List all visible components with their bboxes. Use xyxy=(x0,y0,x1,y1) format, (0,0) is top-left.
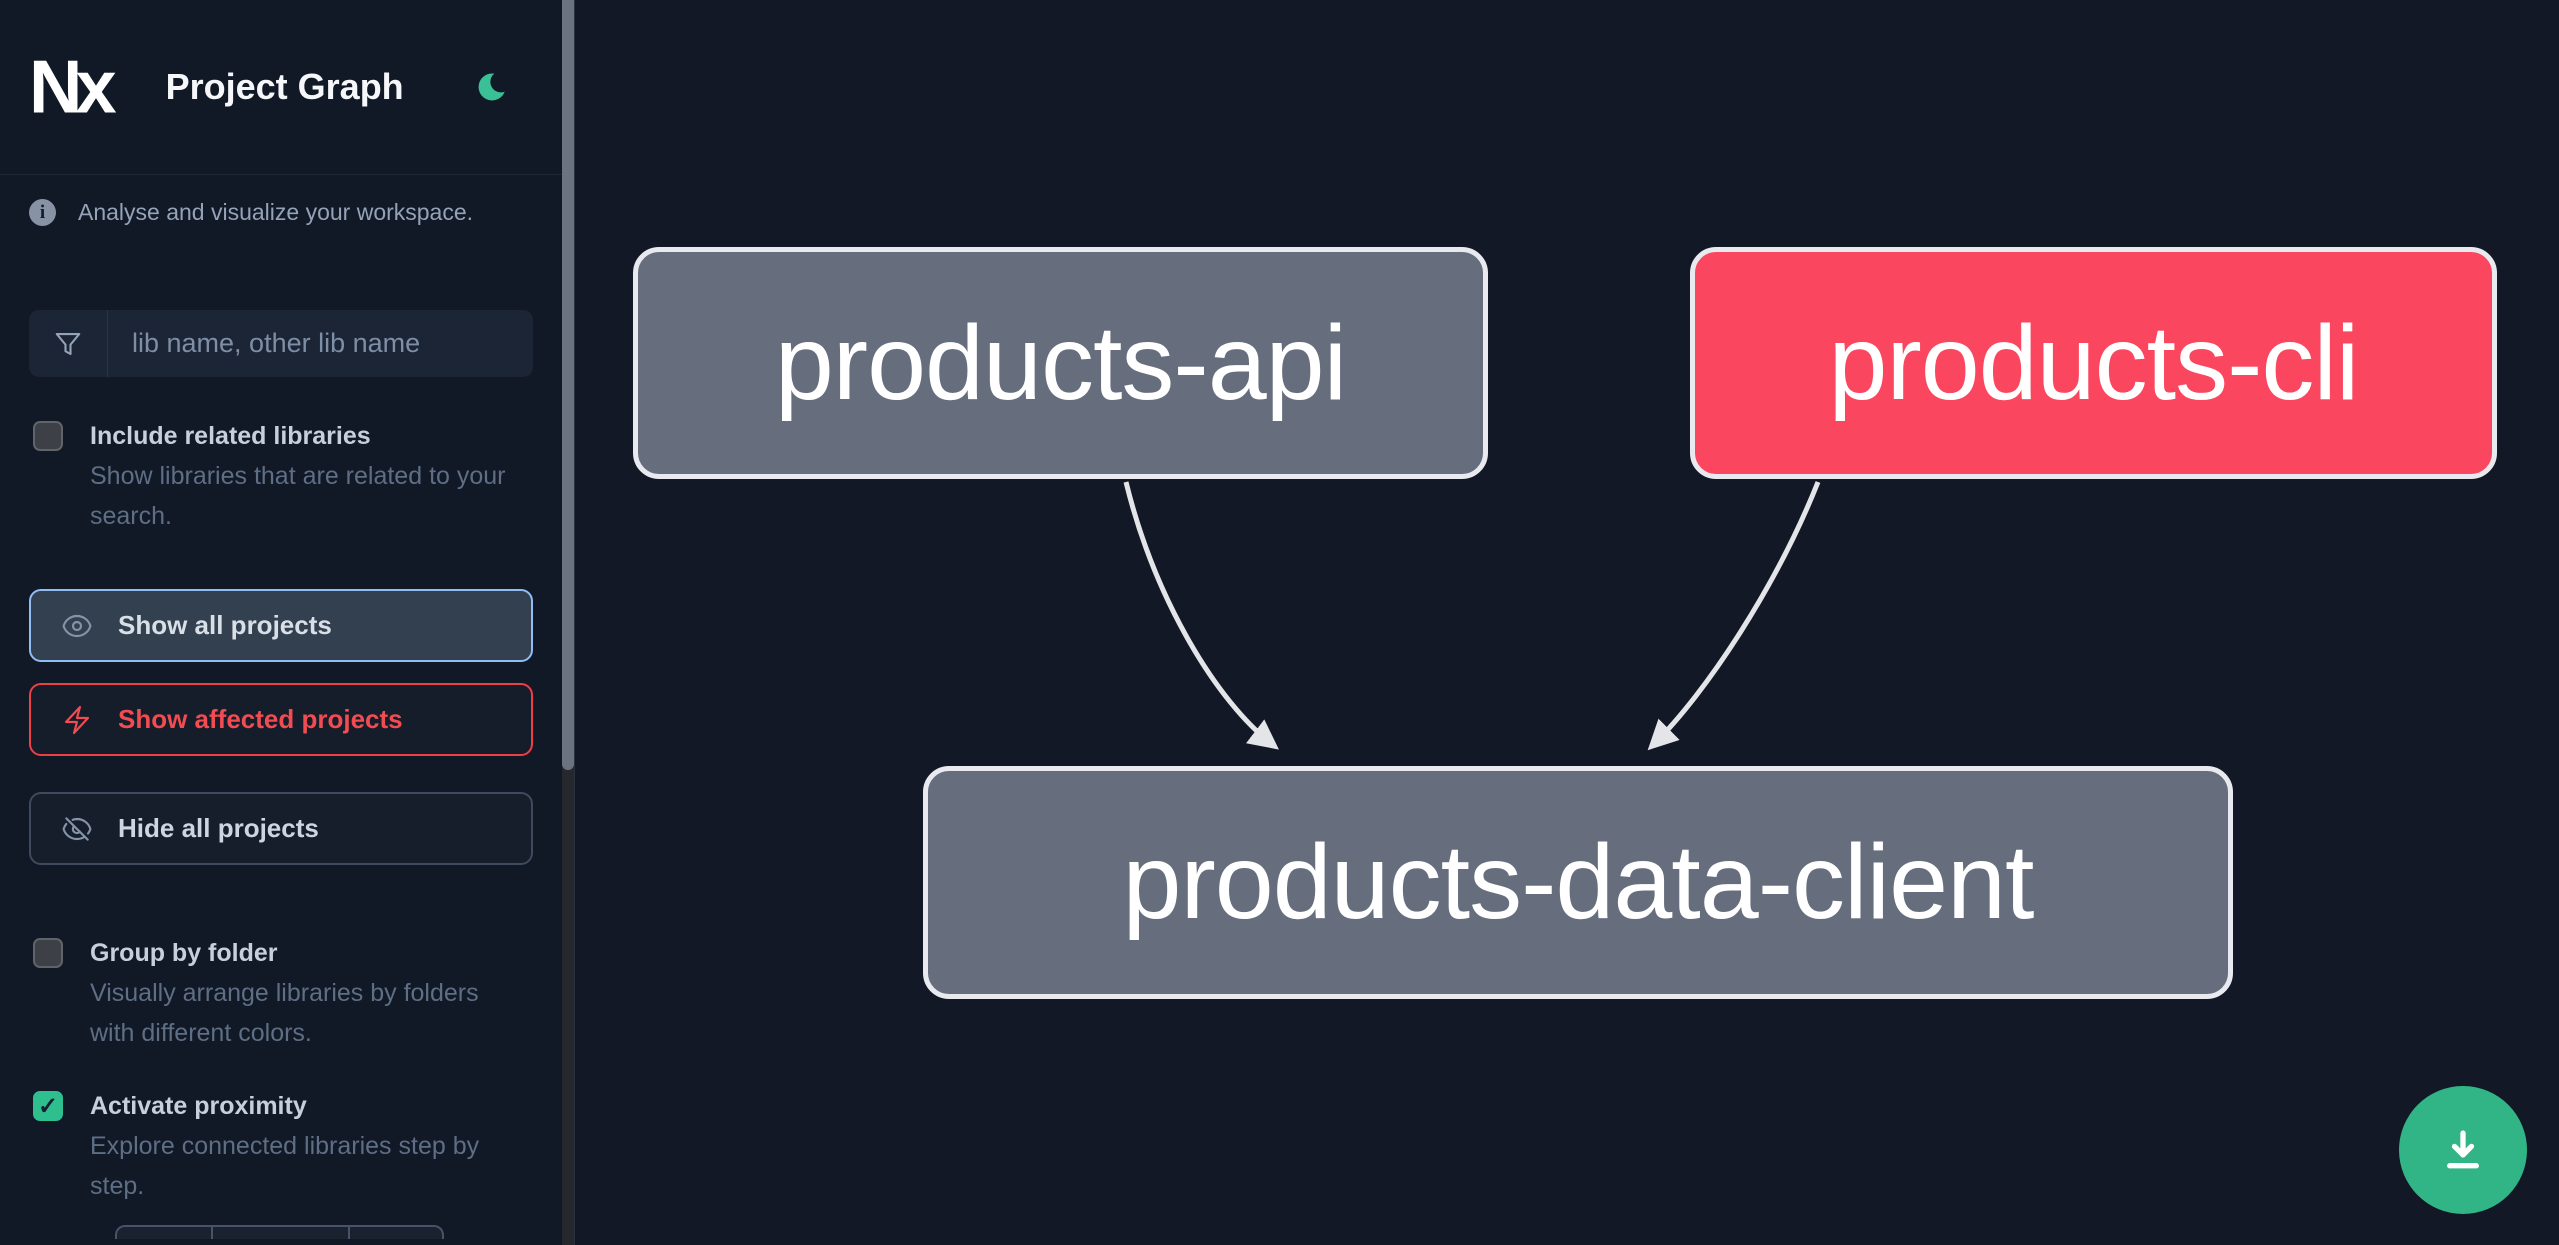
show-all-projects-button[interactable]: Show all projects xyxy=(29,589,533,662)
edge-products-cli-to-data-client xyxy=(1647,481,1821,751)
proximity-value xyxy=(211,1227,348,1239)
option-label[interactable]: Group by folder xyxy=(90,939,278,967)
eye-icon xyxy=(61,610,93,642)
search-input[interactable] xyxy=(108,310,533,377)
download-icon xyxy=(2434,1121,2492,1179)
nx-logo: Nx xyxy=(29,44,117,129)
hide-all-projects-button[interactable]: Hide all projects xyxy=(29,792,533,865)
group-by-folder-checkbox[interactable] xyxy=(33,938,63,968)
graph-node-products-cli[interactable]: products-cli xyxy=(1690,247,2497,479)
activate-proximity-checkbox[interactable]: ✓ xyxy=(33,1091,63,1121)
download-image-button[interactable] xyxy=(2399,1086,2527,1214)
workspace-tagline-row: i Analyse and visualize your workspace. xyxy=(0,199,562,226)
button-label: Show affected projects xyxy=(118,704,403,734)
option-activate-proximity: ✓ Activate proximity Explore connected l… xyxy=(0,1086,562,1206)
option-group-by-folder: Group by folder Visually arrange librari… xyxy=(0,933,562,1053)
sidebar-header: Nx Project Graph xyxy=(0,0,562,175)
graph-node-products-data-client[interactable]: products-data-client xyxy=(923,766,2233,999)
graph-canvas[interactable]: products-api products-cli products-data-… xyxy=(574,0,2559,1245)
info-icon: i xyxy=(29,199,56,226)
graph-node-products-api[interactable]: products-api xyxy=(633,247,1488,479)
option-description: Show libraries that are related to your … xyxy=(90,462,506,530)
bolt-icon xyxy=(61,704,93,736)
option-label[interactable]: Activate proximity xyxy=(90,1092,307,1120)
sidebar: Nx Project Graph i Analyse and visualize… xyxy=(0,0,562,1245)
include-related-checkbox[interactable] xyxy=(33,421,63,451)
workspace-tagline: Analyse and visualize your workspace. xyxy=(78,199,474,225)
edge-products-api-to-data-client xyxy=(1123,481,1279,750)
page-title: Project Graph xyxy=(165,66,404,107)
proximity-stepper xyxy=(115,1225,444,1239)
proximity-decrement-button[interactable] xyxy=(117,1227,211,1239)
button-label: Show all projects xyxy=(118,610,332,640)
search-box xyxy=(29,310,533,377)
button-label: Hide all projects xyxy=(118,813,319,843)
option-label[interactable]: Include related libraries xyxy=(90,422,371,450)
filter-funnel-icon xyxy=(29,310,108,377)
eye-off-icon xyxy=(61,813,93,845)
option-description: Visually arrange libraries by folders wi… xyxy=(90,979,479,1047)
option-description: Explore connected libraries step by step… xyxy=(90,1132,480,1200)
option-include-related-libraries: Include related libraries Show libraries… xyxy=(0,416,562,536)
theme-toggle-button[interactable] xyxy=(472,67,512,107)
sidebar-scrollbar-track[interactable] xyxy=(562,0,574,1245)
project-visibility-buttons: Show all projects Show affected projects xyxy=(29,589,533,865)
sidebar-scrollbar-thumb[interactable] xyxy=(562,0,574,770)
show-affected-projects-button[interactable]: Show affected projects xyxy=(29,683,533,756)
proximity-increment-button[interactable] xyxy=(348,1227,442,1239)
moon-icon xyxy=(474,69,510,105)
dependency-edges xyxy=(1123,481,1821,751)
